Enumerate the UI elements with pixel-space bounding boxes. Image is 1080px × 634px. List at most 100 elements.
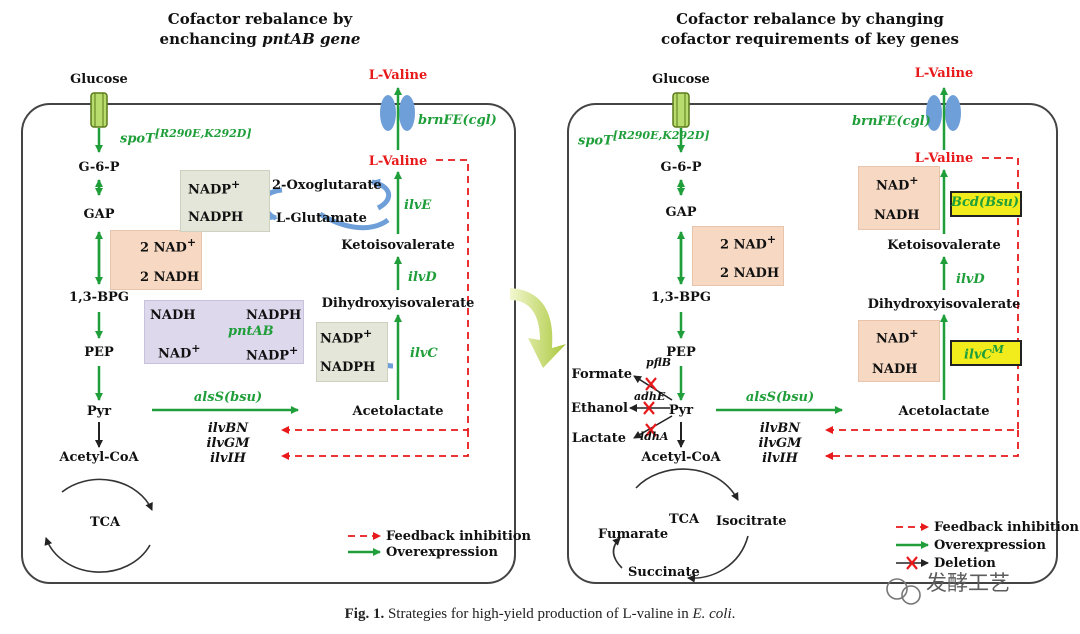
- pyr-label-left: Pyr: [86, 404, 112, 419]
- legend-feedback-left: Feedback inhibition: [386, 529, 531, 544]
- pnt-nad-label: NAD+: [158, 342, 201, 362]
- legend-overexpression-right: Overexpression: [934, 538, 1046, 553]
- ilvd-gene-right: ilvD: [956, 272, 985, 287]
- valine-exporter-left: [380, 95, 396, 131]
- alss-gene-left: alsS(bsu): [193, 390, 263, 405]
- brnfe-label-right: brnFE(cgl): [852, 114, 931, 129]
- tca-label-right: TCA: [668, 512, 700, 527]
- ilvcm-gene-label: ilvCM: [964, 343, 1004, 363]
- acetolactate-label-left: Acetolactate: [352, 404, 444, 419]
- nad2-label-left: 2 NAD+: [140, 236, 197, 256]
- bpg-label-right: 1,3-BPG: [651, 290, 711, 305]
- cell-membrane-left: [21, 103, 516, 584]
- ilvih-gene-right: ilvIH: [762, 451, 798, 466]
- dihydroxy-label-left: Dihydroxyisovalerate: [321, 296, 475, 311]
- bcd-gene-label: Bcd(Bsu): [950, 195, 1020, 210]
- left-title-line1: Cofactor rebalance by: [167, 10, 353, 28]
- acetyl-coa-label-right: Acetyl-CoA: [641, 450, 721, 465]
- glutamate-label: L-Glutamate: [276, 211, 367, 226]
- cell-membrane-right: [567, 103, 1058, 584]
- pflb-gene: pflB: [646, 356, 671, 369]
- adhe-gene: adhE: [634, 390, 666, 403]
- watermark-text: 发酵工艺: [926, 571, 1010, 595]
- oxoglutarate-label: 2-Oxoglutarate: [272, 178, 382, 193]
- gap-label-right: GAP: [665, 205, 697, 220]
- legend-feedback-right: Feedback inhibition: [934, 520, 1079, 535]
- bcd-cofactor-box: [858, 166, 940, 230]
- nadh-bcd-label: NADH: [874, 208, 920, 223]
- lactate-label: Lactate: [571, 431, 626, 446]
- ketoiso-label-right: Ketoisovalerate: [887, 238, 1001, 253]
- nad-box-right: [692, 226, 784, 286]
- dihydroxy-label-right: Dihydroxyisovalerate: [867, 297, 1021, 312]
- legend-overexpression-left: Overexpression: [386, 545, 498, 560]
- nadh2-label-right: 2 NADH: [720, 266, 780, 281]
- ilvbn-gene-right: ilvBN: [759, 421, 801, 436]
- succinate-label: Succinate: [628, 565, 700, 580]
- transition-arrow: [510, 288, 566, 368]
- ilvgm-gene-right: ilvGM: [758, 436, 802, 451]
- ethanol-label: Ethanol: [571, 401, 628, 416]
- nadh-ilvc-label: NADH: [872, 362, 918, 377]
- bcd-gene-box: [950, 191, 1022, 217]
- tca-label-left: TCA: [89, 515, 121, 530]
- pnt-nadp-label: NADP+: [246, 344, 299, 364]
- ketoiso-label-left: Ketoisovalerate: [341, 238, 455, 253]
- ilvc-gene-left: ilvC: [410, 346, 438, 361]
- ilvcm-gene-box: [950, 340, 1022, 366]
- isocitrate-label: Isocitrate: [716, 514, 787, 529]
- valine-exporter-right: [926, 95, 942, 131]
- brnfe-label-left: brnFE(cgl): [418, 113, 497, 128]
- lvaline-exported-right: L-Valine: [914, 66, 974, 81]
- nad-ilvc-label: NAD+: [876, 327, 919, 347]
- g6p-label-right: G-6-P: [660, 160, 702, 175]
- nadp-ilvc-label: NADP+: [320, 327, 373, 347]
- nad-box-left: [110, 230, 202, 290]
- glucose-transporter-left: [90, 92, 108, 128]
- gap-label-left: GAP: [83, 207, 115, 222]
- right-title-line2: cofactor requirements of key genes: [661, 30, 959, 48]
- acetyl-coa-label-left: Acetyl-CoA: [59, 450, 139, 465]
- ldha-gene: ldhA: [640, 430, 669, 443]
- pntab-gene-label: pntAB: [228, 324, 274, 339]
- lvaline-inner-right: L-Valine: [914, 151, 974, 166]
- figure-caption: Fig. 1. Strategies for high-yield produc…: [344, 606, 736, 622]
- watermark-icon: [886, 578, 921, 605]
- ilve-gene-label: ilvE: [404, 198, 432, 213]
- pep-label-right: PEP: [666, 345, 696, 360]
- acetolactate-label-right: Acetolactate: [898, 404, 990, 419]
- lvaline-inner-left: L-Valine: [368, 154, 428, 169]
- glucose-transporter-right: [672, 92, 690, 128]
- nadp-ilve-label: NADP+: [188, 178, 241, 198]
- pyr-label-right: Pyr: [668, 403, 694, 418]
- spot-label-right: spoT[R290E,K292D]: [578, 129, 710, 149]
- ilvcm-cofactor-box: [858, 320, 940, 382]
- nadh2-label-left: 2 NADH: [140, 270, 200, 285]
- spot-label-left: spoT[R290E,K292D]: [120, 127, 252, 147]
- ilvd-gene-left: ilvD: [408, 270, 437, 285]
- lvaline-exported-left: L-Valine: [368, 68, 428, 83]
- ilvgm-gene-left: ilvGM: [206, 436, 250, 451]
- left-title-line2: enchancing pntAB gene: [159, 30, 361, 48]
- formate-label: Formate: [571, 367, 633, 382]
- ilvc-cofactor-box-left: [316, 322, 388, 382]
- legend-deletion-right: Deletion: [934, 556, 996, 571]
- alss-gene-right: alsS(bsu): [745, 390, 815, 405]
- nad-bcd-label: NAD+: [876, 174, 919, 194]
- glucose-label-right: Glucose: [652, 72, 710, 87]
- pep-label-left: PEP: [84, 345, 114, 360]
- glucose-label-left: Glucose: [70, 72, 128, 87]
- g6p-label-left: G-6-P: [78, 160, 120, 175]
- right-title-line1: Cofactor rebalance by changing: [676, 10, 944, 28]
- ilvbn-gene-left: ilvBN: [207, 421, 249, 436]
- fumarate-label: Fumarate: [598, 527, 669, 542]
- nad2-label-right: 2 NAD+: [720, 233, 777, 253]
- pnt-nadh-label: NADH: [150, 308, 196, 323]
- ilve-cofactor-box: [180, 170, 270, 232]
- deletion-marks: [643, 377, 657, 437]
- ilvih-gene-left: ilvIH: [210, 451, 246, 466]
- bpg-label-left: 1,3-BPG: [69, 290, 129, 305]
- pntab-box: [144, 300, 304, 364]
- pnt-nadph-label: NADPH: [246, 308, 302, 323]
